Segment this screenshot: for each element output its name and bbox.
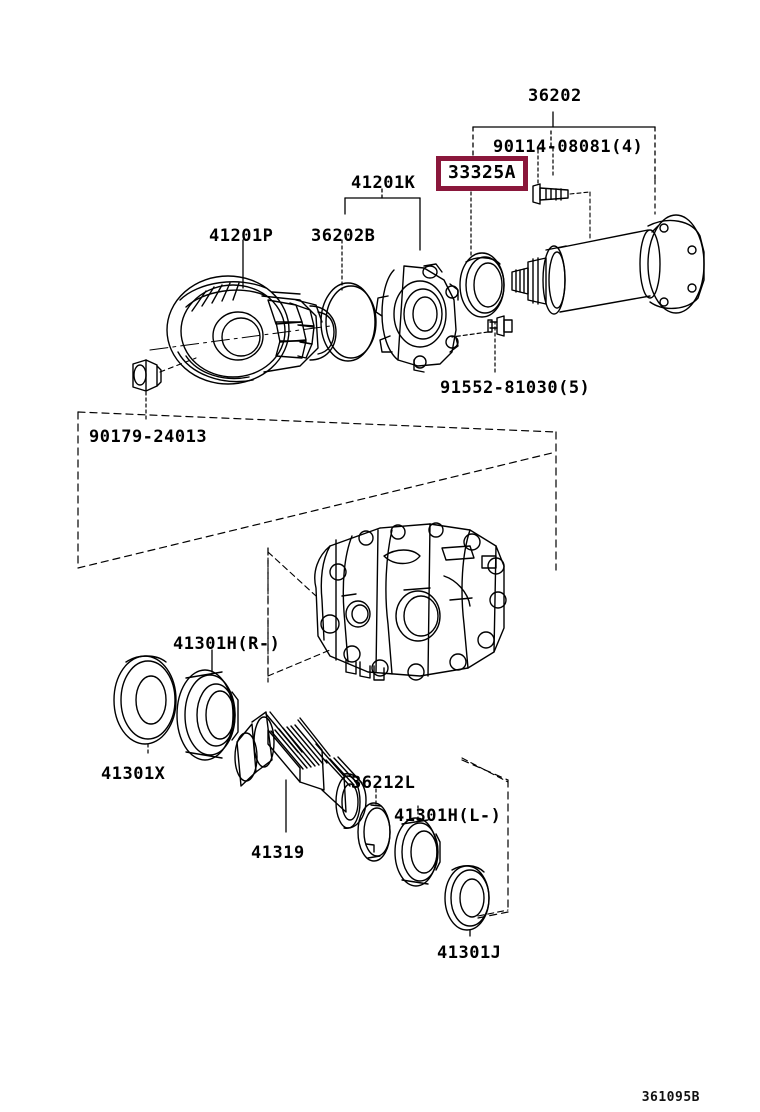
bracket-41201K (344, 185, 421, 251)
part-36202B-oring (320, 282, 377, 362)
label-90114-08081: 90114-08081(4) (493, 137, 644, 157)
part-41201P-ring-gear (149, 275, 337, 385)
label-91552-81030: 91552-81030(5) (440, 378, 591, 398)
part-41201K-retainer (375, 263, 459, 373)
part-transfer-case-housing (314, 522, 507, 681)
label-41301H-rear: 41301H(R-) (173, 634, 281, 654)
part-36202-output-shaft (511, 214, 705, 315)
part-91552-bolt (487, 315, 513, 337)
label-41201K: 41201K (351, 173, 416, 193)
part-41319-shaft (234, 711, 367, 829)
label-41301H-left: 41301H(L-) (394, 806, 502, 826)
part-41301H-R-bearing (176, 669, 239, 761)
highlighted-part-number-33325A[interactable]: 33325A (436, 156, 529, 191)
label-41301J: 41301J (437, 943, 502, 963)
part-41301H-L-bearing (394, 817, 441, 887)
part-41301J-shim (444, 865, 490, 931)
label-36212L: 36212L (351, 773, 416, 793)
label-36202: 36202 (528, 86, 582, 106)
label-41319: 41319 (251, 843, 305, 863)
bracket-36202 (472, 111, 656, 181)
label-36202B: 36202B (311, 226, 376, 246)
part-41301X-shim (113, 655, 177, 745)
label-41301X: 41301X (101, 764, 166, 784)
part-90114-bolt (532, 183, 569, 205)
assembly-boundary-upper (77, 411, 557, 571)
part-36212L-snap-ring (357, 802, 391, 862)
part-33325A-oil-seal (459, 252, 505, 318)
sheet-code: 361095B (641, 1090, 700, 1105)
label-41201P: 41201P (209, 226, 274, 246)
label-90179-24013: 90179-24013 (89, 427, 208, 447)
part-90179-24013-nut (132, 359, 162, 392)
